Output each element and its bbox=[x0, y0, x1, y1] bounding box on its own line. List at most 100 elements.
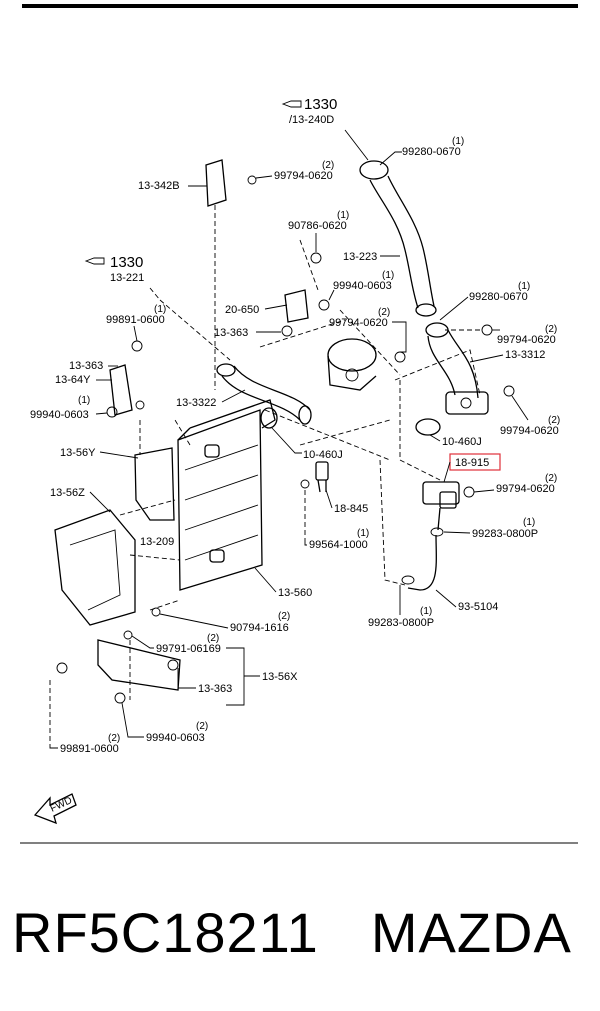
part-number: 99564-1000 bbox=[309, 539, 368, 551]
qty: (2) bbox=[548, 415, 560, 426]
part-number: 13-560 bbox=[278, 587, 312, 599]
callout-13-209[interactable]: 13-209 bbox=[140, 536, 174, 548]
qty: (1) bbox=[357, 528, 369, 539]
gasket-10-460j-b bbox=[260, 407, 278, 429]
part-number: 99280-0670 bbox=[469, 291, 528, 303]
callout-99940-0603-a[interactable]: (1) 99940-0603 bbox=[328, 270, 394, 301]
callout-90786-0620[interactable]: (1) 90786-0620 bbox=[288, 210, 349, 252]
qty: (2) bbox=[108, 733, 120, 744]
bracket-13-56x bbox=[97, 639, 181, 691]
callout-90794-1616[interactable]: (2) 90794-1616 bbox=[159, 611, 290, 634]
part-number: 99794-0620 bbox=[497, 334, 556, 346]
callout-99280-0670-b[interactable]: (1) 99280-0670 bbox=[439, 281, 530, 321]
callout-99891-0600-a[interactable]: (1) 99891-0600 bbox=[106, 304, 166, 342]
callout-10-460j-b[interactable]: 10-460J bbox=[271, 427, 343, 461]
callout-99564-1000[interactable]: (1) 99564-1000 bbox=[304, 528, 369, 551]
callout-99280-0670-a[interactable]: (1) 99280-0670 bbox=[379, 136, 464, 166]
gasket-10-460j-a bbox=[415, 418, 441, 436]
callout-13-56z[interactable]: 13-56Z bbox=[50, 487, 111, 513]
part-number: 13-342B bbox=[138, 180, 180, 192]
callout-99891-0600-b[interactable]: (2) 99891-0600 bbox=[49, 733, 120, 755]
callout-99794-0620-b[interactable]: (2) 99794-0620 bbox=[329, 307, 407, 353]
callout-18-845[interactable]: 18-845 bbox=[325, 489, 368, 515]
ref-upper-sub: /13-240D bbox=[289, 114, 334, 126]
part-number: 13-363 bbox=[198, 683, 232, 695]
part-number: 13-3322 bbox=[176, 397, 216, 409]
vacuum-hose-93-5104 bbox=[407, 534, 437, 591]
qty: (2) bbox=[378, 307, 390, 318]
part-number: 99791-06169 bbox=[156, 643, 221, 655]
part-number: 99283-0800P bbox=[368, 617, 434, 629]
callout-13-56x[interactable]: 13-56X bbox=[226, 647, 298, 706]
callout-13-56y[interactable]: 13-56Y bbox=[60, 447, 139, 459]
callout-13-363-b[interactable]: 13-363 bbox=[69, 360, 118, 372]
callout-99791-06169[interactable]: (2) 99791-06169 bbox=[131, 633, 221, 655]
part-number: 99794-0620 bbox=[496, 483, 555, 495]
callout-10-460j-a[interactable]: 10-460J bbox=[429, 434, 482, 448]
bracket-13-64y bbox=[109, 364, 133, 416]
part-number: 99940-0603 bbox=[333, 280, 392, 292]
callout-13-64y[interactable]: 13-64Y bbox=[55, 374, 112, 386]
part-number: 13-56Z bbox=[50, 487, 85, 499]
part-number: 13-363 bbox=[69, 360, 103, 372]
intercooler-13-560 bbox=[177, 399, 276, 591]
reference-left[interactable]: 1330 13-221 bbox=[84, 254, 161, 301]
elbow-13-3312 bbox=[425, 322, 489, 415]
qty: (1) bbox=[523, 517, 535, 528]
qty: (2) bbox=[207, 633, 219, 644]
hose-13-223 bbox=[359, 160, 437, 317]
qty: (2) bbox=[278, 611, 290, 622]
callout-99794-0620-a[interactable]: (2) 99794-0620 bbox=[255, 160, 334, 182]
part-number: 99891-0600 bbox=[60, 743, 119, 755]
callout-99794-0620-e[interactable]: (2) 99794-0620 bbox=[473, 473, 557, 495]
part-number: 13-363 bbox=[214, 327, 248, 339]
callout-99283-0800p-a[interactable]: (1) 99283-0800P bbox=[443, 517, 538, 540]
qty: (1) bbox=[518, 281, 530, 292]
part-number: 13-3312 bbox=[505, 349, 545, 361]
bracket-20-650 bbox=[284, 289, 309, 323]
reference-upper[interactable]: 1330 /13-240D bbox=[281, 96, 369, 161]
pointing-hand-icon bbox=[281, 100, 302, 108]
qty: (1) bbox=[452, 136, 464, 147]
callout-13-342b[interactable]: 13-342B bbox=[138, 180, 207, 192]
qty: (1) bbox=[382, 270, 394, 281]
fasteners bbox=[56, 175, 515, 704]
callout-20-650[interactable]: 20-650 bbox=[225, 304, 288, 316]
part-number: 13-223 bbox=[343, 251, 377, 263]
part-number: 99940-0603 bbox=[146, 732, 205, 744]
part-number: 18-845 bbox=[334, 503, 368, 515]
callout-99940-0603-b[interactable]: (1) 99940-0603 bbox=[30, 395, 108, 421]
ref-left-sub: 13-221 bbox=[110, 272, 144, 284]
callout-93-5104[interactable]: 93-5104 bbox=[435, 589, 498, 613]
callout-99794-0620-c[interactable]: (2) 99794-0620 bbox=[492, 324, 557, 346]
qty: (2) bbox=[322, 160, 334, 171]
callout-13-363-c[interactable]: 13-363 bbox=[177, 668, 232, 695]
callout-99794-0620-d[interactable]: (2) 99794-0620 bbox=[500, 395, 560, 437]
part-number: 99280-0670 bbox=[402, 146, 461, 158]
caption-part-number: RF5C18211 bbox=[12, 901, 319, 964]
hose-13-3322 bbox=[216, 363, 312, 425]
callout-18-915[interactable]: 18-915 bbox=[443, 453, 501, 483]
part-number: 10-460J bbox=[303, 449, 343, 461]
part-number: 99891-0600 bbox=[106, 314, 165, 326]
callout-99283-0800p-b[interactable]: (1) 99283-0800P bbox=[368, 585, 434, 629]
solenoid-18-915 bbox=[422, 481, 460, 531]
callout-13-363-a[interactable]: 13-363 bbox=[214, 327, 281, 339]
pointing-hand-icon bbox=[84, 257, 105, 265]
ref-upper-number: 1330 bbox=[304, 96, 337, 113]
callout-13-560[interactable]: 13-560 bbox=[254, 567, 312, 599]
part-number: 10-460J bbox=[442, 436, 482, 448]
callout-13-3312[interactable]: 13-3312 bbox=[469, 349, 545, 363]
part-number: 93-5104 bbox=[458, 601, 498, 613]
callout-99940-0603-c[interactable]: (2) 99940-0603 bbox=[121, 702, 208, 744]
part-number: 99794-0620 bbox=[500, 425, 559, 437]
sensor-18-845 bbox=[315, 461, 329, 493]
callout-13-3322[interactable]: 13-3322 bbox=[176, 389, 246, 409]
callout-13-223[interactable]: 13-223 bbox=[343, 251, 400, 263]
part-number: 18-915 bbox=[455, 457, 489, 469]
duct-13-56z bbox=[54, 509, 136, 626]
bracket-13-342b bbox=[205, 159, 227, 207]
part-number: 99940-0603 bbox=[30, 409, 89, 421]
